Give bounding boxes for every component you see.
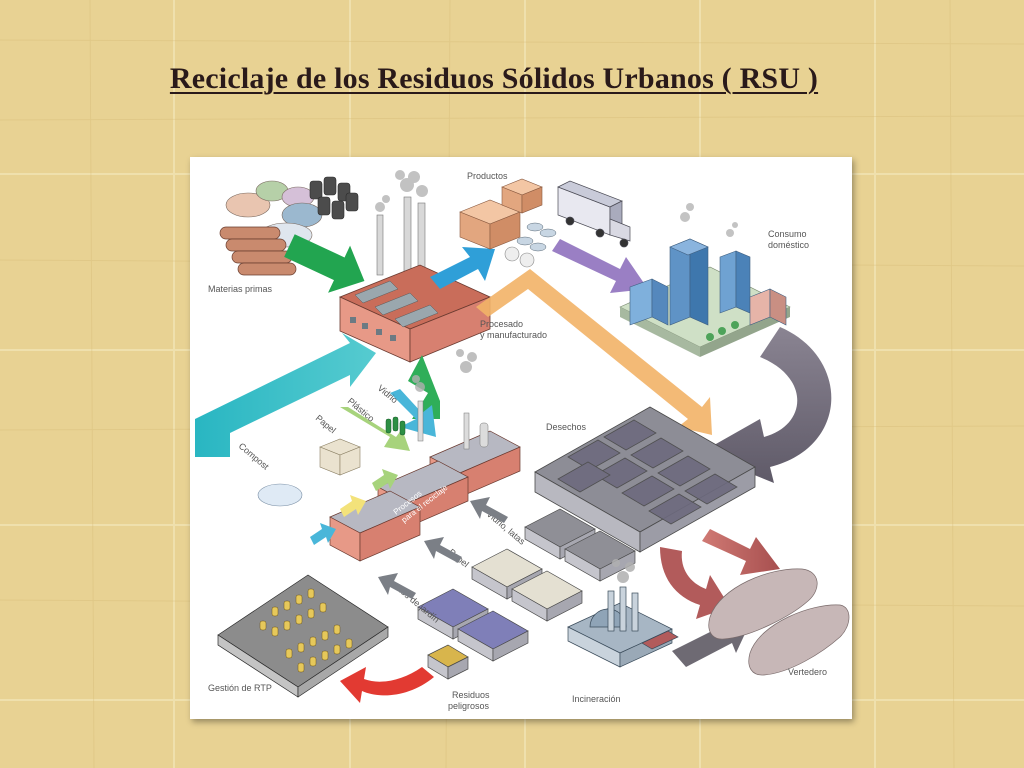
arrow-products-to-consumption — [552, 239, 648, 293]
plant-input-arrows — [310, 469, 398, 545]
label-desechos: Desechos — [546, 422, 587, 432]
label-consumo-domestico-line2: doméstico — [768, 240, 809, 250]
arrow-raw-to-factory — [284, 234, 365, 293]
arrow-hazardous-to-rtp — [340, 667, 434, 703]
landfill-illustration — [708, 568, 850, 676]
waste-bins-grid — [534, 406, 756, 553]
label-procesado-line1: Procesado — [480, 319, 523, 329]
incinerator-illustration — [567, 559, 679, 668]
label-consumo-domestico-line1: Consumo — [768, 229, 807, 239]
raw-materials-illustration — [219, 176, 359, 276]
arrow-consumption-to-waste — [700, 327, 832, 483]
bin-to-plant-arrows — [378, 497, 508, 599]
label-materias-primas: Materias primas — [208, 284, 273, 294]
label-vertedero: Vertedero — [788, 667, 827, 677]
label-gestion-rtp: Gestión de RTP — [208, 683, 272, 693]
arrow-factory-to-waste — [476, 269, 712, 435]
label-residuos-peligrosos-line2: peligrosos — [448, 701, 490, 711]
arrow-factory-to-products — [430, 247, 495, 289]
label-procesado-line2: y manufacturado — [480, 330, 547, 340]
rsu-recycling-diagram: Materias primas Productos — [190, 157, 852, 719]
recycling-plants-illustration — [329, 349, 521, 562]
label-incineracion: Incineración — [572, 694, 621, 704]
sorted-bins — [417, 508, 636, 680]
rtp-facility-illustration — [217, 574, 389, 698]
arrow-waste-to-incineration — [660, 547, 730, 619]
arrow-waste-to-landfill — [702, 529, 780, 575]
label-residuos-peligrosos-line1: Residuos — [452, 690, 490, 700]
products-illustration — [459, 178, 631, 268]
recycled-items-illustration — [257, 416, 406, 507]
city-illustration — [619, 203, 791, 357]
slide-title: Reciclaje de los Residuos Sólidos Urbano… — [169, 62, 819, 95]
label-productos: Productos — [467, 171, 508, 181]
